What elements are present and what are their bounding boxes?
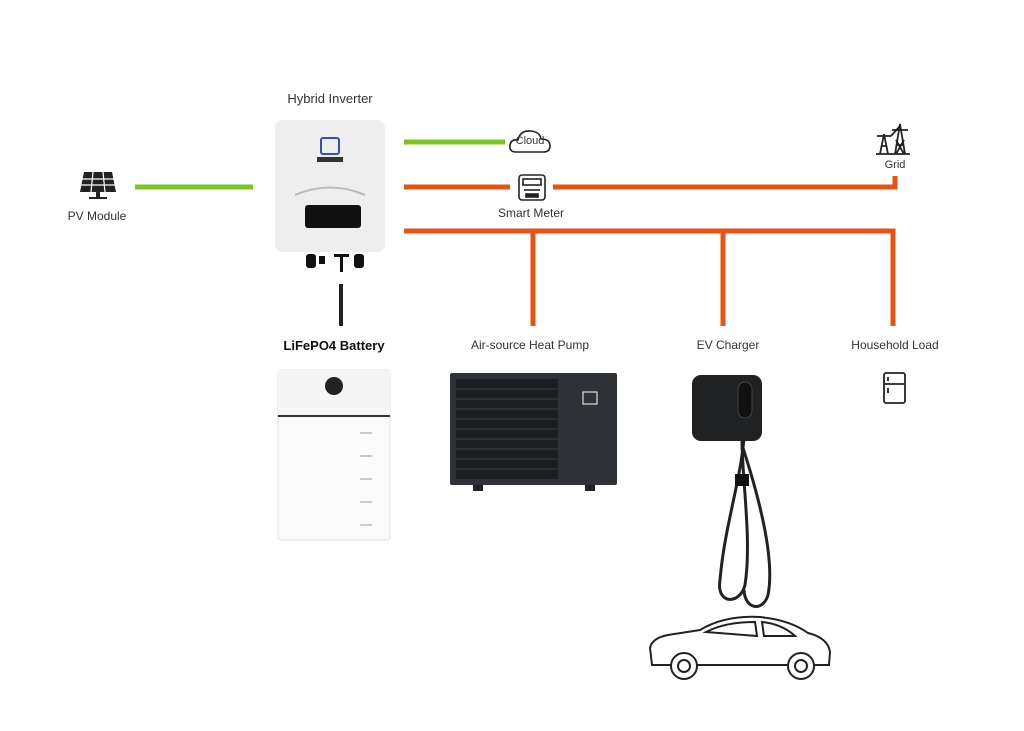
grid-label: Grid xyxy=(884,159,906,171)
car-icon xyxy=(648,615,832,680)
inverter-label: Hybrid Inverter xyxy=(287,91,373,106)
power-tower-icon xyxy=(876,123,910,155)
heatpump-label: Air-source Heat Pump xyxy=(470,338,590,352)
battery-image xyxy=(277,369,391,541)
load-label: Household Load xyxy=(851,338,939,352)
pv-label: PV Module xyxy=(67,209,127,223)
ev-label: EV Charger xyxy=(696,338,760,352)
battery-label: LiFePO4 Battery xyxy=(283,338,385,353)
smart-meter-icon xyxy=(518,174,546,201)
meter-grid-line xyxy=(553,176,898,190)
connection-lines xyxy=(135,139,898,326)
fridge-icon xyxy=(883,372,906,404)
cloud-icon xyxy=(509,130,551,153)
ev-charger-image xyxy=(692,375,772,608)
meter-label: Smart Meter xyxy=(497,206,565,220)
load-bus-line xyxy=(404,228,896,326)
inverter-image xyxy=(275,120,385,272)
cloud-label: Cloud xyxy=(515,135,545,147)
solar-panel-icon xyxy=(80,171,116,199)
heat-pump-image xyxy=(450,373,617,491)
